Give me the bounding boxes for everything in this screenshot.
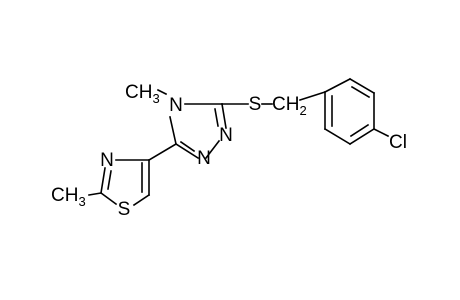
bond-n4-ch3: [156, 88, 168, 96]
n1-label: N: [219, 125, 233, 146]
methylene-label: CH2: [272, 94, 307, 118]
bond-c5-n1: [221, 103, 227, 129]
n2-label: N: [197, 148, 211, 169]
bond-n2-c3: [174, 142, 200, 160]
bond-tz-s-c2: [99, 191, 118, 206]
bond-tz-c5-s: [132, 193, 151, 207]
bond-c3-n4: [169, 116, 177, 145]
methyl-label-thiazole: CH3: [51, 185, 86, 209]
bonds: [88, 77, 390, 207]
bond-n1-n2: [204, 139, 221, 160]
bond-tz-c2-n3-inner: [107, 170, 112, 190]
bond-ch2-ring: [298, 90, 327, 102]
bond-ph-5: [323, 127, 352, 146]
bond-ph-2-inner: [350, 85, 371, 99]
bond-tz-c2-n3: [100, 167, 106, 194]
bond-ph-2: [348, 77, 376, 95]
thiazole-s-label: S: [118, 199, 131, 220]
bond-ph-1: [323, 77, 352, 94]
bond-tz-ch3: [88, 192, 102, 196]
methyl-label-n4: CH3: [125, 82, 160, 106]
n4-label: N: [169, 95, 183, 116]
sulfur-thioether-label: S: [249, 94, 262, 115]
chlorine-label: Cl: [389, 132, 407, 153]
bond-ring-cl: [372, 127, 390, 138]
bond-n2-c3-inner: [179, 140, 196, 153]
thiazole-n-label: N: [100, 150, 114, 171]
bond-ph-4-inner: [349, 123, 370, 138]
bond-c5-n1-inner: [214, 108, 219, 127]
bond-ph-4: [348, 127, 376, 146]
bond-c3-thiazole: [147, 142, 178, 162]
atom-labels: CH3 N S CH2 Cl N N N S CH3: [51, 82, 407, 220]
